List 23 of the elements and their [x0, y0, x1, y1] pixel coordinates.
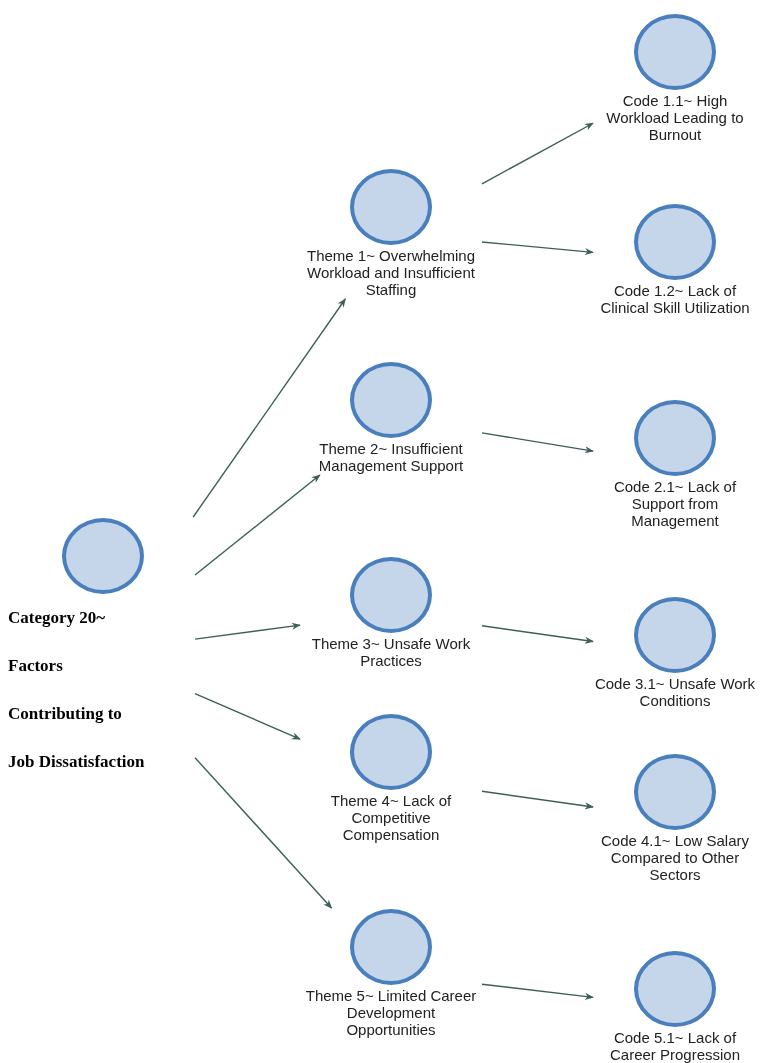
- arrow: [194, 622, 301, 640]
- node-label: Code 1.1~ High Workload Leading to Burnout: [605, 92, 745, 143]
- arrow: [194, 692, 301, 740]
- arrow: [194, 474, 321, 576]
- node-label: Code 4.1~ Low Salary Compared to Other Sectors: [600, 832, 750, 883]
- arrow: [481, 790, 594, 810]
- node-label: Theme 5~ Limited Career Development Opportunities: [304, 987, 478, 1038]
- node-label: Code 1.2~ Lack of Clinical Skill Utilization: [599, 282, 751, 316]
- arrow: [481, 432, 594, 454]
- arrow: [481, 122, 594, 185]
- arrow: [481, 241, 594, 256]
- node-label: Code 5.1~ Lack of Career Progression: [608, 1029, 742, 1063]
- arrow: [481, 625, 594, 644]
- node-label: Theme 3~ Unsafe Work Practices: [310, 635, 472, 669]
- node-label: Code 2.1~ Lack of Support from Management: [612, 478, 738, 529]
- arrow: [481, 983, 594, 1000]
- node-label: Theme 4~ Lack of Competitive Compensation: [329, 792, 453, 843]
- node-label: Theme 2~ Insufficient Management Support: [317, 440, 465, 474]
- node-label: Category 20~ Factors Contributing to Job Dissatisfaction: [7, 607, 146, 773]
- arrow: [192, 298, 346, 518]
- node-label: Code 3.1~ Unsafe Work Conditions: [594, 675, 756, 709]
- node-label: Theme 1~ Overwhelming Workload and Insufficient Staffing: [306, 247, 476, 298]
- arrow: [194, 757, 333, 909]
